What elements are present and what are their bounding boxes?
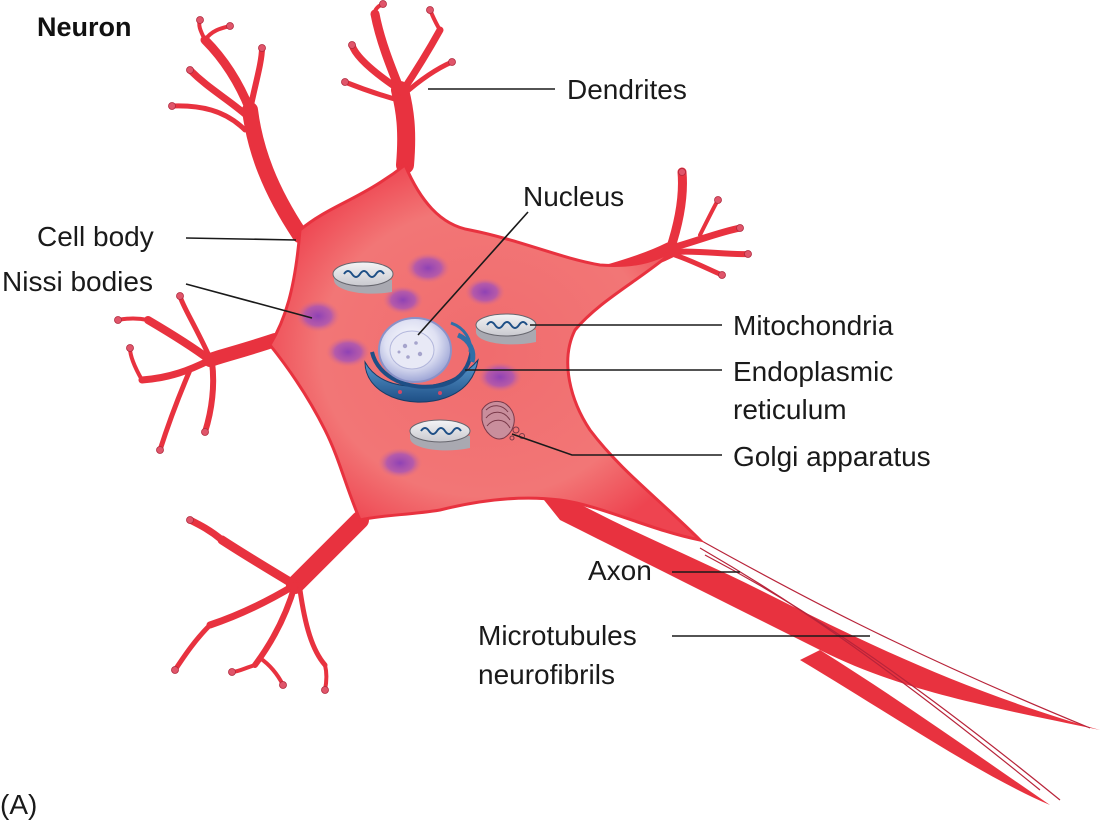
mitochondrion-2 <box>475 313 537 345</box>
label-endoplasmic-reticulum-line1: Endoplasmic <box>733 356 893 387</box>
leader-nucleus <box>417 211 529 336</box>
cell-body <box>268 162 705 543</box>
leader-cell-body <box>185 237 297 241</box>
mitochondrion-3 <box>409 419 471 451</box>
mitochondria <box>332 261 537 451</box>
mitochondrion-1 <box>332 261 394 294</box>
label-endoplasmic-reticulum-line2: reticulum <box>733 394 847 425</box>
label-microtubules-line2: neurofibrils <box>478 659 615 690</box>
leader-golgi-apparatus <box>511 433 722 456</box>
label-axon: Axon <box>588 555 652 586</box>
axon <box>520 470 1100 805</box>
label-microtubules-line1: Microtubules <box>478 620 637 651</box>
label-mitochondria: Mitochondria <box>733 310 894 341</box>
label-cell-body: Cell body <box>37 221 154 252</box>
golgi-apparatus <box>481 401 525 441</box>
label-dendrites: Dendrites <box>567 74 687 105</box>
leader-lines <box>185 88 870 637</box>
labels: Neuron Dendrites Nucleus Cell body Nissi… <box>0 12 931 820</box>
dendrite-tips <box>114 0 752 694</box>
nucleus <box>378 317 452 383</box>
figure-title: Neuron <box>37 12 132 42</box>
nissl-bodies <box>296 253 522 478</box>
label-golgi-apparatus: Golgi apparatus <box>733 441 931 472</box>
leader-nissl-bodies <box>185 283 313 319</box>
endoplasmic-reticulum <box>364 321 479 403</box>
panel-tag: (A) <box>0 789 37 820</box>
label-nucleus: Nucleus <box>523 181 624 212</box>
label-nissl-bodies: Nissi bodies <box>2 266 153 297</box>
